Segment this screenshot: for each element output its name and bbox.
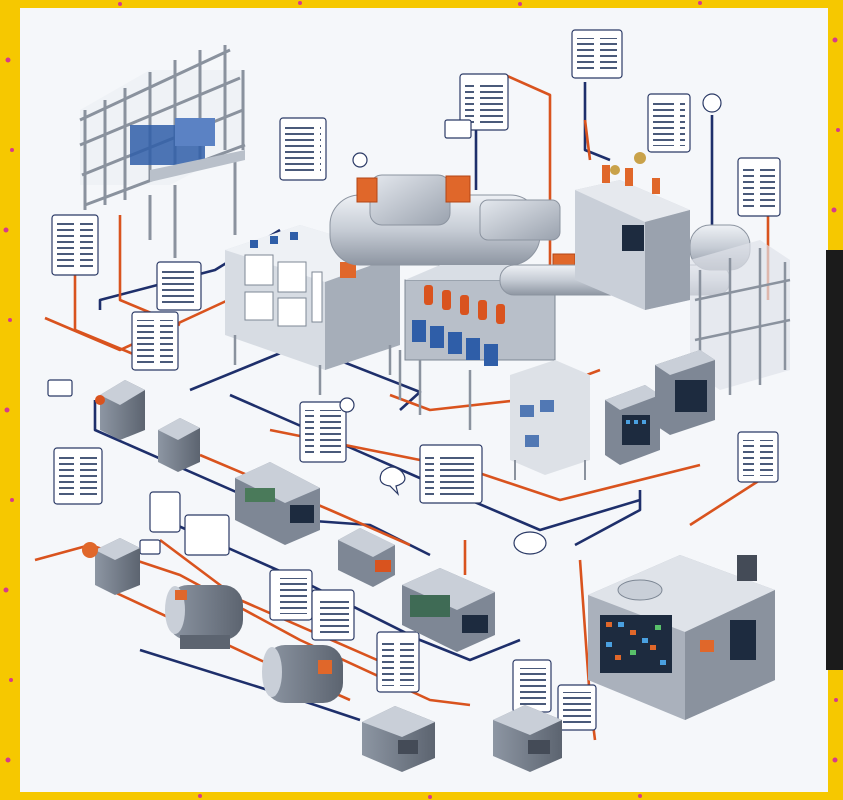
panel-unit-2 xyxy=(338,528,395,587)
control-cabinet-2 xyxy=(655,350,715,435)
lab-cart xyxy=(510,360,590,480)
control-cabinet-1 xyxy=(605,385,660,465)
tower-unit xyxy=(575,152,690,310)
box-unit-1 xyxy=(362,706,435,772)
callout-labels xyxy=(47,29,781,731)
right-rack xyxy=(690,240,791,395)
motor-2 xyxy=(165,585,243,649)
box-unit-2 xyxy=(493,705,562,772)
motor-3 xyxy=(262,645,343,703)
control-console xyxy=(588,555,775,720)
dark-edge-strip xyxy=(826,250,843,670)
motor-1 xyxy=(82,538,140,595)
panel-unit-3 xyxy=(402,568,495,652)
panel-unit-1 xyxy=(235,462,320,545)
pump-small-2 xyxy=(158,418,200,472)
pump-small-1 xyxy=(95,380,145,440)
cage-rack xyxy=(79,45,246,258)
